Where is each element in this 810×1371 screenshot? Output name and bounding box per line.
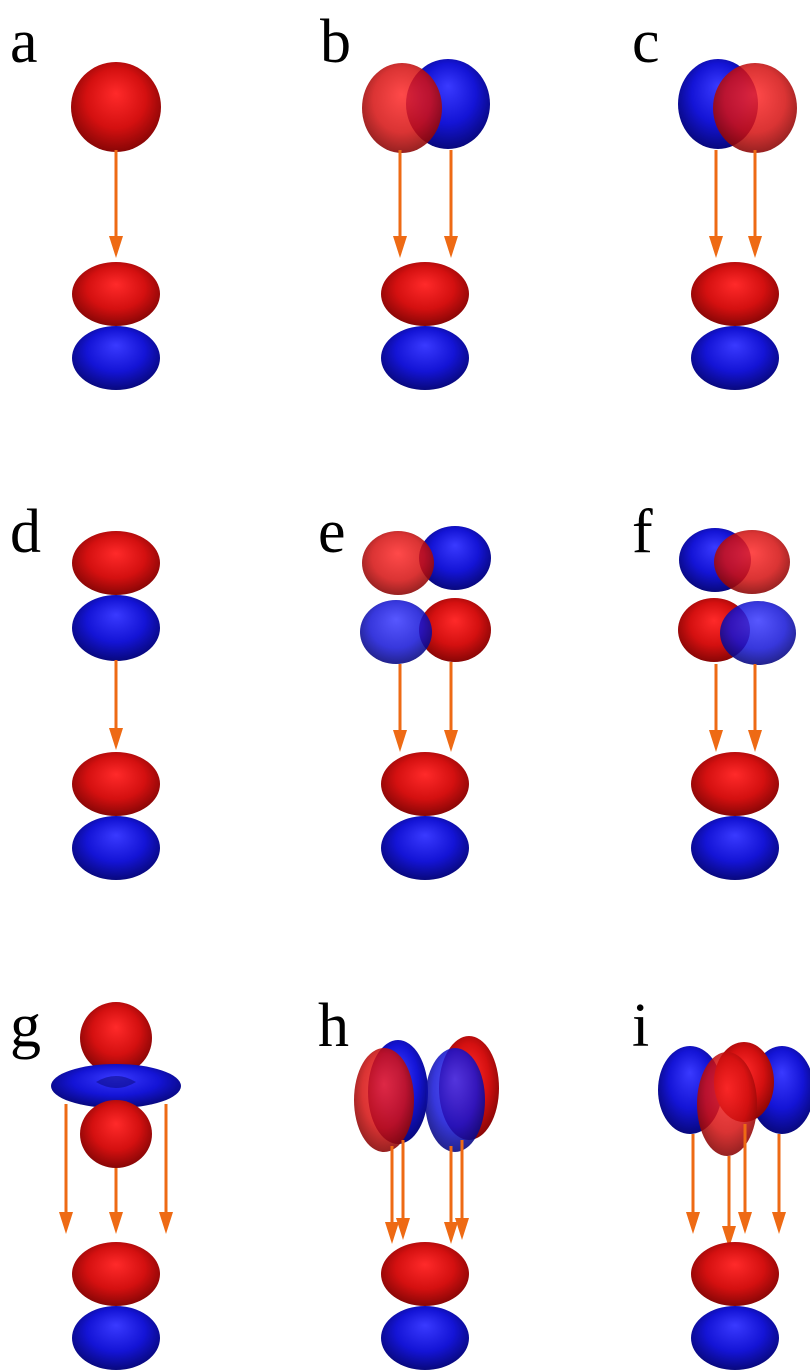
- arrow: [396, 1140, 410, 1240]
- blue-ellipsoid-front: [425, 1048, 485, 1152]
- panel-d: d: [10, 498, 160, 880]
- arrow: [455, 1140, 469, 1240]
- blue-lobe: [720, 601, 796, 665]
- panel-b: b: [320, 8, 490, 390]
- torus-hole: [96, 1076, 136, 1088]
- target-blue-lobe: [381, 1306, 469, 1370]
- panel-c: c: [632, 8, 797, 390]
- arrow: [109, 1168, 123, 1234]
- red-sphere: [713, 63, 797, 153]
- arrow: [772, 1134, 786, 1234]
- target-red-lobe: [691, 1242, 779, 1306]
- panel-label-c: c: [632, 8, 660, 76]
- arrow: [738, 1124, 752, 1234]
- panel-label-d: d: [10, 498, 41, 566]
- red-ellipsoid-front: [697, 1052, 757, 1156]
- target-blue-lobe: [381, 816, 469, 880]
- panel-label-h: h: [318, 992, 349, 1060]
- target-red-lobe: [381, 262, 469, 326]
- panel-label-f: f: [632, 498, 653, 566]
- target-blue-lobe: [381, 326, 469, 390]
- panel-e: e: [318, 498, 491, 880]
- panel-i: i: [632, 992, 810, 1370]
- arrow: [59, 1104, 73, 1234]
- arrow: [748, 150, 762, 258]
- arrow: [444, 662, 458, 752]
- panel-label-g: g: [10, 992, 41, 1060]
- target-red-lobe: [691, 752, 779, 816]
- red-lobe: [714, 530, 790, 594]
- arrow: [109, 660, 123, 750]
- target-blue-lobe: [72, 1306, 160, 1370]
- arrow: [393, 150, 407, 258]
- panel-g: g: [10, 992, 181, 1370]
- panel-label-e: e: [318, 498, 346, 566]
- arrow: [159, 1104, 173, 1234]
- target-red-lobe: [72, 1242, 160, 1306]
- panel-label-a: a: [10, 8, 38, 76]
- red-lobe-upper: [80, 1002, 152, 1074]
- arrow: [686, 1134, 700, 1234]
- target-blue-lobe: [691, 1306, 779, 1370]
- red-lobe-lower: [80, 1100, 152, 1168]
- red-lobe: [419, 598, 491, 662]
- arrow: [444, 1146, 458, 1244]
- target-red-lobe: [381, 752, 469, 816]
- arrow: [722, 1156, 736, 1248]
- red-lobe: [72, 531, 160, 595]
- panel-a: a: [10, 8, 161, 390]
- arrow: [393, 664, 407, 752]
- target-blue-lobe: [72, 326, 160, 390]
- red-lobe: [362, 531, 434, 595]
- panel-label-i: i: [632, 992, 649, 1060]
- arrow: [109, 150, 123, 258]
- panel-h: h: [318, 992, 499, 1370]
- blue-lobe: [419, 526, 491, 590]
- target-blue-lobe: [691, 816, 779, 880]
- panel-f: f: [632, 498, 796, 880]
- red-sphere: [71, 62, 161, 152]
- target-blue-lobe: [72, 816, 160, 880]
- target-red-lobe: [381, 1242, 469, 1306]
- target-red-lobe: [72, 752, 160, 816]
- red-sphere: [362, 63, 442, 153]
- arrow: [748, 664, 762, 752]
- arrow: [385, 1146, 399, 1244]
- arrow: [709, 664, 723, 752]
- arrow: [709, 150, 723, 258]
- target-blue-lobe: [691, 326, 779, 390]
- red-ellipsoid-front: [354, 1048, 414, 1152]
- arrow: [444, 150, 458, 258]
- blue-lobe: [360, 600, 432, 664]
- target-red-lobe: [72, 262, 160, 326]
- panel-label-b: b: [320, 8, 351, 76]
- blue-lobe: [72, 595, 160, 661]
- target-red-lobe: [691, 262, 779, 326]
